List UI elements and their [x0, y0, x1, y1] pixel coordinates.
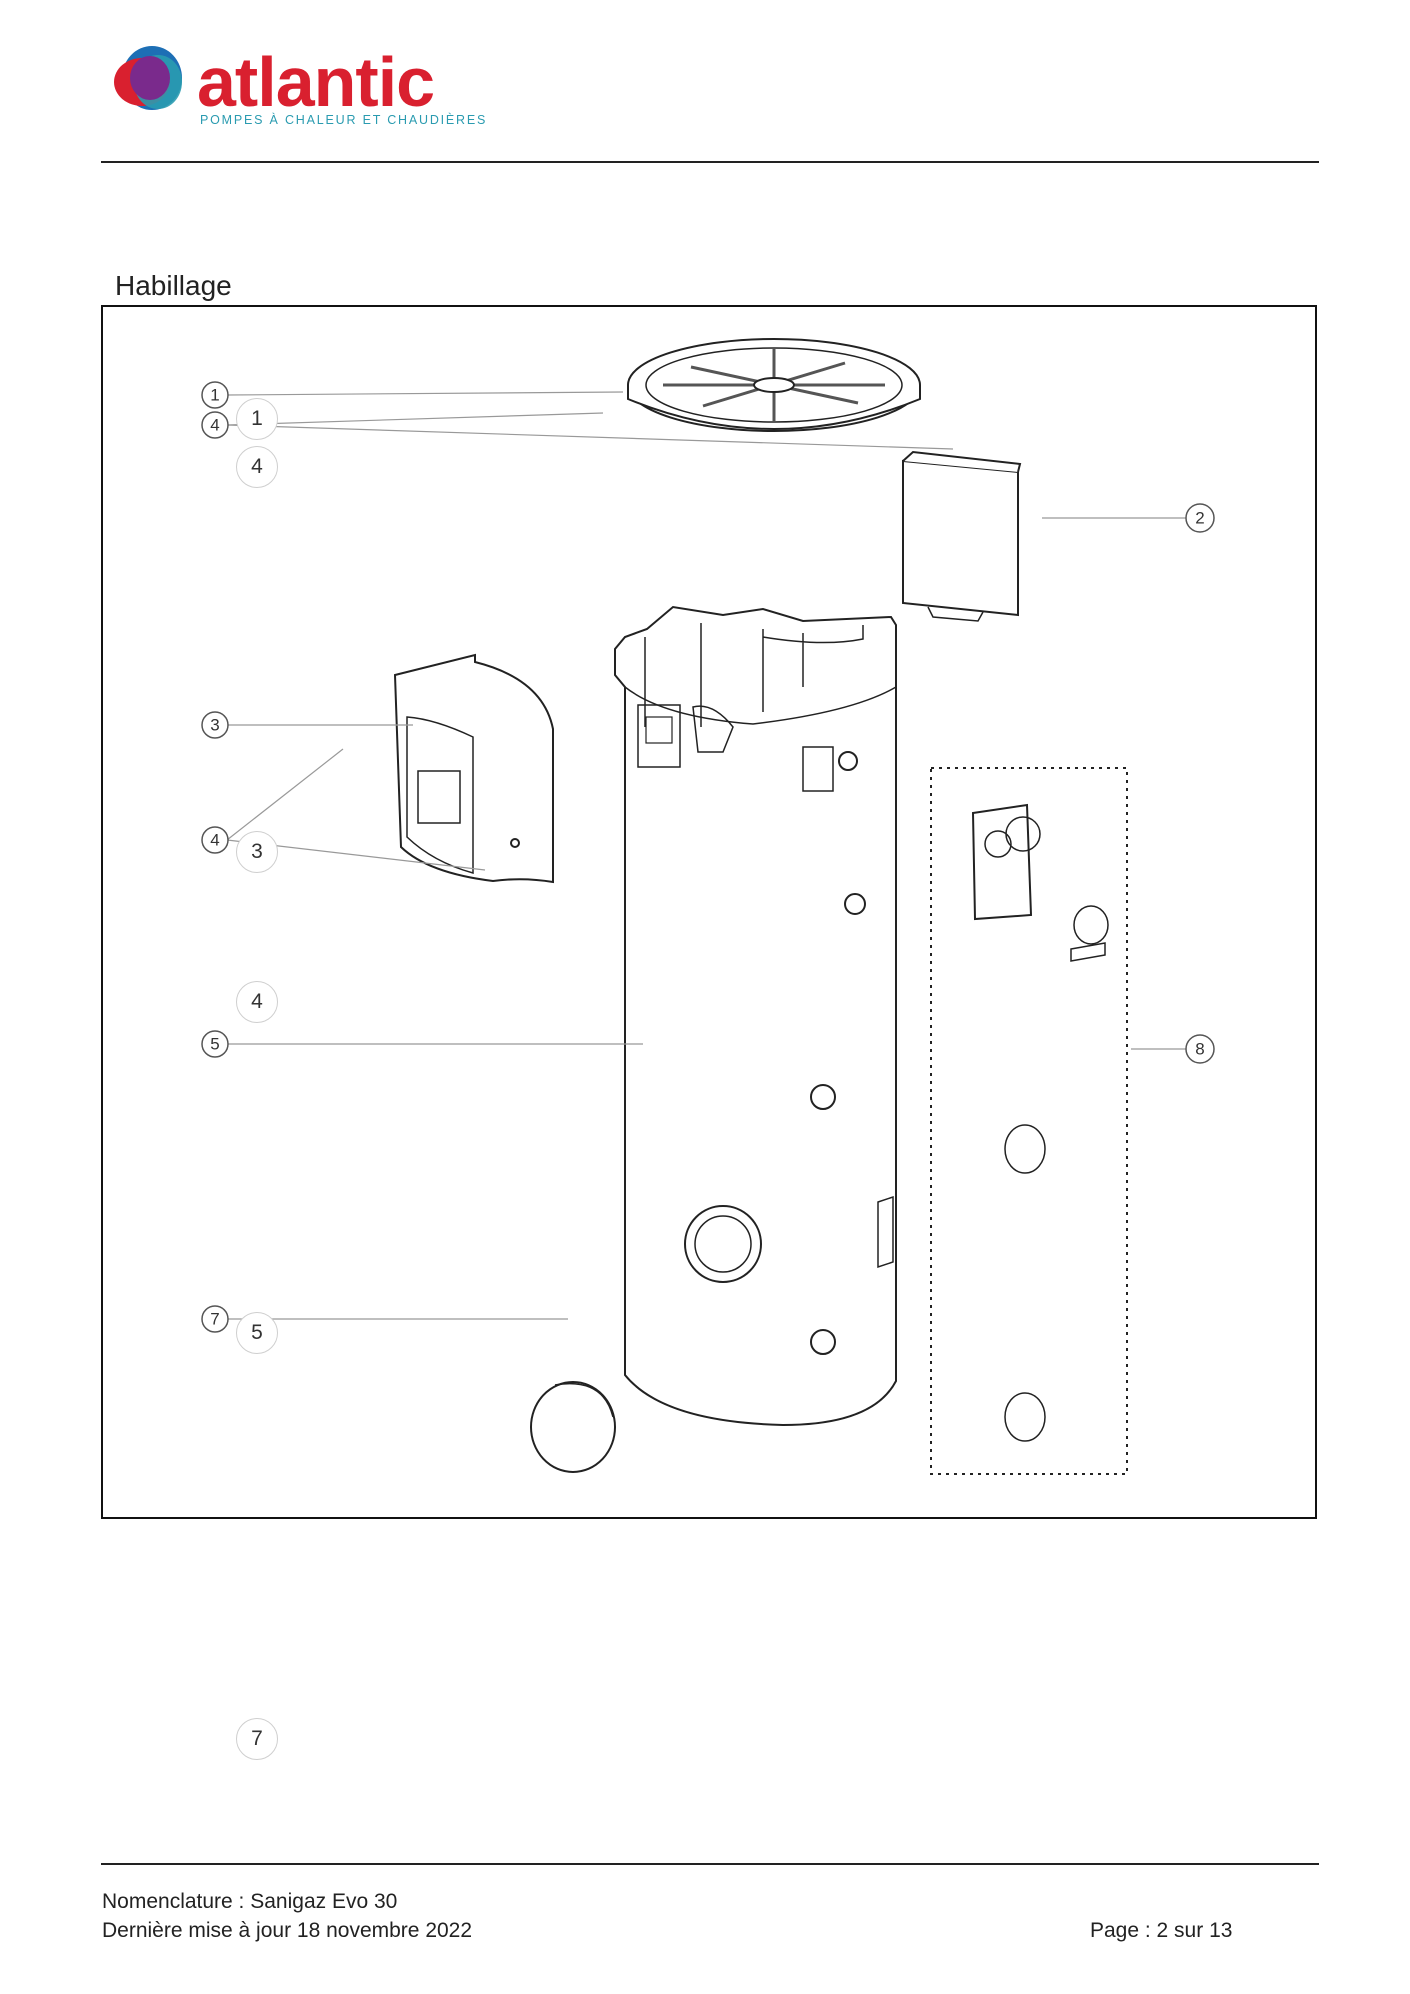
position-bubble-1: 1 — [236, 398, 278, 440]
callout-7: 7 — [201, 1305, 229, 1333]
top-cover-part — [627, 338, 921, 432]
bottom-cap-part — [530, 1381, 616, 1473]
svg-text:4: 4 — [210, 416, 219, 435]
callout-8: 8 — [1185, 1034, 1215, 1064]
svg-text:1: 1 — [210, 386, 219, 405]
callout-3: 3 — [201, 711, 229, 739]
footer-divider — [101, 1863, 1319, 1865]
front-panel-part — [393, 653, 554, 884]
rear-cover-part — [902, 450, 1022, 622]
svg-text:3: 3 — [210, 716, 219, 735]
position-bubble-3: 3 — [236, 831, 278, 873]
header-divider — [101, 161, 1319, 163]
svg-text:5: 5 — [210, 1035, 219, 1054]
svg-text:8: 8 — [1195, 1040, 1204, 1059]
exploded-diagram-frame: 1 4 2 3 4 5 8 7 — [101, 305, 1317, 1519]
callout-5: 5 — [201, 1030, 229, 1058]
callout-2: 2 — [1185, 503, 1215, 533]
exploded-diagram: 1 4 2 3 4 5 8 7 — [201, 338, 1215, 1475]
footer-page-number: Page : 2 sur 13 — [1090, 1919, 1233, 1942]
svg-text:7: 7 — [210, 1310, 219, 1329]
callout-4-top: 4 — [201, 411, 229, 439]
label-kit-part — [930, 767, 1128, 1475]
svg-text:4: 4 — [210, 831, 219, 850]
tank-body-part — [614, 605, 897, 1427]
leader-lines — [226, 391, 1186, 1320]
footer-last-update: Dernière mise à jour 18 novembre 2022 — [102, 1919, 473, 1942]
position-bubble-4-lower: 4 — [236, 981, 278, 1023]
position-bubble-4: 4 — [236, 446, 278, 488]
callout-4-panel: 4 — [201, 826, 229, 854]
callout-1: 1 — [201, 381, 229, 409]
brand-name: atlantic — [197, 43, 434, 121]
footer-nomenclature: Nomenclature : Sanigaz Evo 30 — [102, 1890, 398, 1913]
position-bubble-7: 7 — [236, 1718, 278, 1760]
section-title: Habillage — [115, 270, 232, 301]
brand-tagline: POMPES À CHALEUR ET CHAUDIÈRES — [200, 112, 487, 127]
svg-text:2: 2 — [1195, 509, 1204, 528]
position-bubble-5: 5 — [236, 1312, 278, 1354]
brand-logo: atlantic POMPES À CHALEUR ET CHAUDIÈRES — [112, 38, 492, 130]
logo-mark-icon — [114, 46, 182, 110]
